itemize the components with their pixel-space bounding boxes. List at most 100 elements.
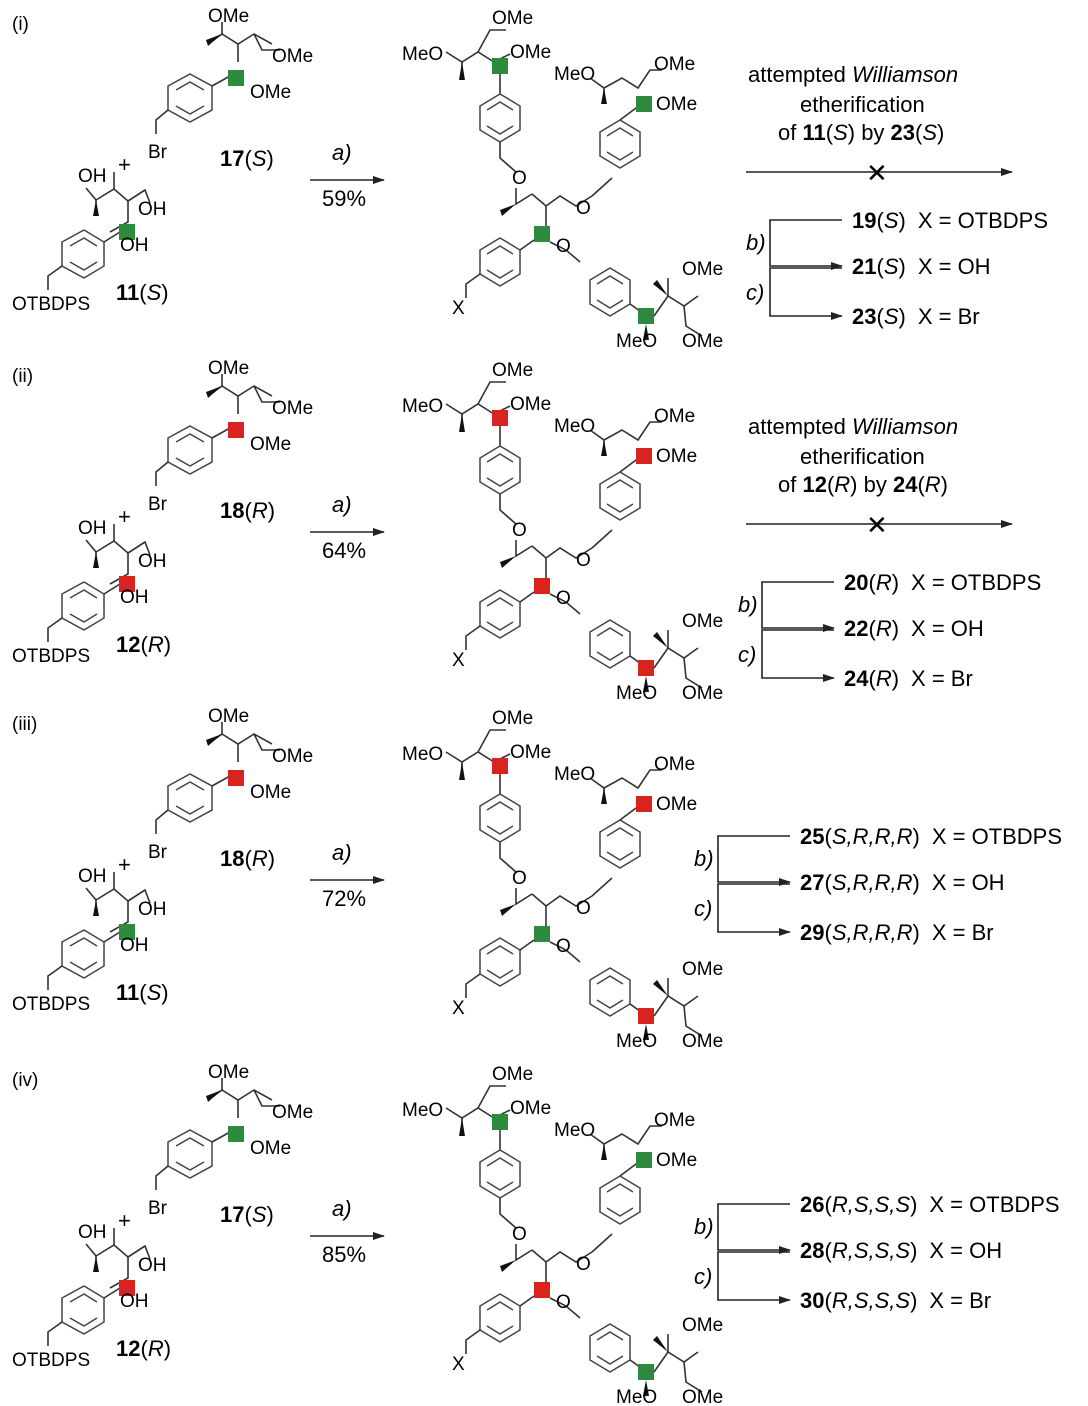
attempt-line2: etherification (800, 444, 925, 469)
stereocenter-marker (228, 770, 244, 786)
stereocenter-marker (638, 1008, 654, 1024)
meo-label: MeO (616, 1387, 657, 1406)
ome-label: OMe (682, 611, 723, 632)
compound-label: 11(S) (116, 280, 169, 305)
compound-label: 17(S) (220, 146, 274, 171)
step-c-label: c) (694, 896, 712, 921)
meo-label: MeO (554, 764, 595, 785)
step-b-label: b) (694, 1214, 714, 1239)
step-c-label: c) (694, 1264, 712, 1289)
protecting-group-label: OTBDPS (12, 1350, 90, 1371)
ome-label: OMe (272, 398, 313, 419)
attempted-williamson: attempted Williamson etherification of 1… (746, 62, 1013, 188)
br-label: Br (148, 142, 168, 163)
ome-label: OMe (654, 54, 695, 75)
ome-label: OMe (510, 42, 551, 63)
bromide-structure: OMe OMe OMe Br 18(R) (148, 706, 313, 871)
meo-label: MeO (402, 44, 443, 65)
ome-label: OMe (208, 358, 249, 379)
reagent-label: a) (332, 492, 352, 517)
attempt-line1: attempted Williamson (748, 414, 958, 439)
reagent-label: a) (332, 1196, 352, 1221)
ether-o-label: O (512, 520, 527, 541)
yield-label: 64% (322, 538, 366, 563)
meo-label: MeO (616, 683, 657, 704)
stereocenter-marker (119, 924, 135, 940)
step-b-label: b) (746, 230, 766, 255)
product-structure: MeO OMe OMe MeO OMe OMe OMe MeO OMe O O … (402, 1064, 723, 1406)
ether-o-label: O (576, 898, 591, 919)
x-substituent-label: X (452, 650, 465, 671)
meo-label: MeO (554, 416, 595, 437)
stereocenter-marker (638, 1364, 654, 1380)
compound-label: 12(R) (116, 1336, 171, 1361)
reagent-label: a) (332, 840, 352, 865)
attempt-line3: of 11(S) by 23(S) (778, 120, 944, 145)
stereocenter-marker (228, 1126, 244, 1142)
oh-label: OH (78, 518, 107, 539)
ome-label: OMe (682, 259, 723, 280)
ome-label: OMe (656, 1150, 697, 1171)
stereocenter-marker (492, 58, 508, 74)
diol-structure: OH OH OH OTBDPS 11(S) (12, 166, 169, 315)
plus-sign: + (118, 152, 131, 177)
ome-label: OMe (654, 406, 695, 427)
stereocenter-marker (492, 410, 508, 426)
ome-label: OMe (682, 959, 723, 980)
product-structure: MeO OMe OMe MeO OMe OMe OMe MeO OMe O O … (402, 360, 723, 704)
step-compound: 28(R,S,S,S)X = OH (800, 1238, 1002, 1263)
panel-3: (iii) OH OH OH OTBDPS 11(S) + (12, 706, 1062, 1052)
step-compound: 20(R)X = OTBDPS (844, 570, 1041, 595)
ether-o-label: O (576, 550, 591, 571)
ome-label: OMe (272, 746, 313, 767)
cross-mark: ✕ (866, 510, 888, 540)
ether-o-label: O (556, 936, 571, 957)
compound-label: 18(R) (220, 498, 275, 523)
bromide-structure: OMe OMe OMe Br 17(S) (148, 1062, 313, 1227)
bromide-structure: OMe OMe OMe Br 17(S) (148, 6, 313, 171)
oh-label: OH (120, 1291, 149, 1312)
panel-1: (i) OH OH OH OTBDPS 11(S) + (12, 6, 1048, 352)
stereocenter-marker (638, 660, 654, 676)
ether-o-label: O (576, 198, 591, 219)
stereocenter-marker (636, 448, 652, 464)
panel-label: (iv) (12, 1070, 38, 1091)
ome-label: OMe (250, 1138, 291, 1159)
protecting-group-label: OTBDPS (12, 294, 90, 315)
ome-label: OMe (656, 94, 697, 115)
ether-o-label: O (556, 1292, 571, 1313)
diol-structure: OH OH OH OTBDPS 11(S) (12, 866, 169, 1015)
compound-label: 17(S) (220, 1202, 274, 1227)
ome-label: OMe (682, 331, 723, 352)
reaction-arrow-a: a) 59% (310, 140, 385, 211)
oh-label: OH (78, 1222, 107, 1243)
panel-4: (iv) OH OH OH OTBDPS 12(R) + (12, 1062, 1060, 1406)
x-substituent-label: X (452, 298, 465, 319)
protecting-group-label: OTBDPS (12, 994, 90, 1015)
stereocenter-marker (492, 1114, 508, 1130)
step-compound: 25(S,R,R,R)X = OTBDPS (800, 824, 1062, 849)
step-b-label: b) (738, 592, 758, 617)
ether-o-label: O (512, 168, 527, 189)
meo-label: MeO (616, 331, 657, 352)
panel-2: (ii) OH OH OH OTBDPS 12(R) + (12, 358, 1041, 704)
ome-label: OMe (208, 6, 249, 27)
ome-label: OMe (492, 360, 533, 381)
step-compound: 23(S)X = Br (852, 304, 980, 329)
attempted-williamson: attempted Williamson etherification of 1… (746, 414, 1013, 540)
stereocenter-marker (119, 576, 135, 592)
stereocenter-marker (228, 422, 244, 438)
meo-label: MeO (402, 1100, 443, 1121)
stereocenter-marker (119, 224, 135, 240)
step-b-label: b) (694, 846, 714, 871)
attempt-line2: etherification (800, 92, 925, 117)
oh-label: OH (120, 235, 149, 256)
ome-label: OMe (654, 1110, 695, 1131)
br-label: Br (148, 842, 168, 863)
x-substituent-label: X (452, 1354, 465, 1375)
step-compound: 26(R,S,S,S)X = OTBDPS (800, 1192, 1060, 1217)
br-label: Br (148, 494, 168, 515)
ome-label: OMe (208, 1062, 249, 1083)
ome-label: OMe (492, 8, 533, 29)
bromide-structure: OMe OMe OMe Br 18(R) (148, 358, 313, 523)
